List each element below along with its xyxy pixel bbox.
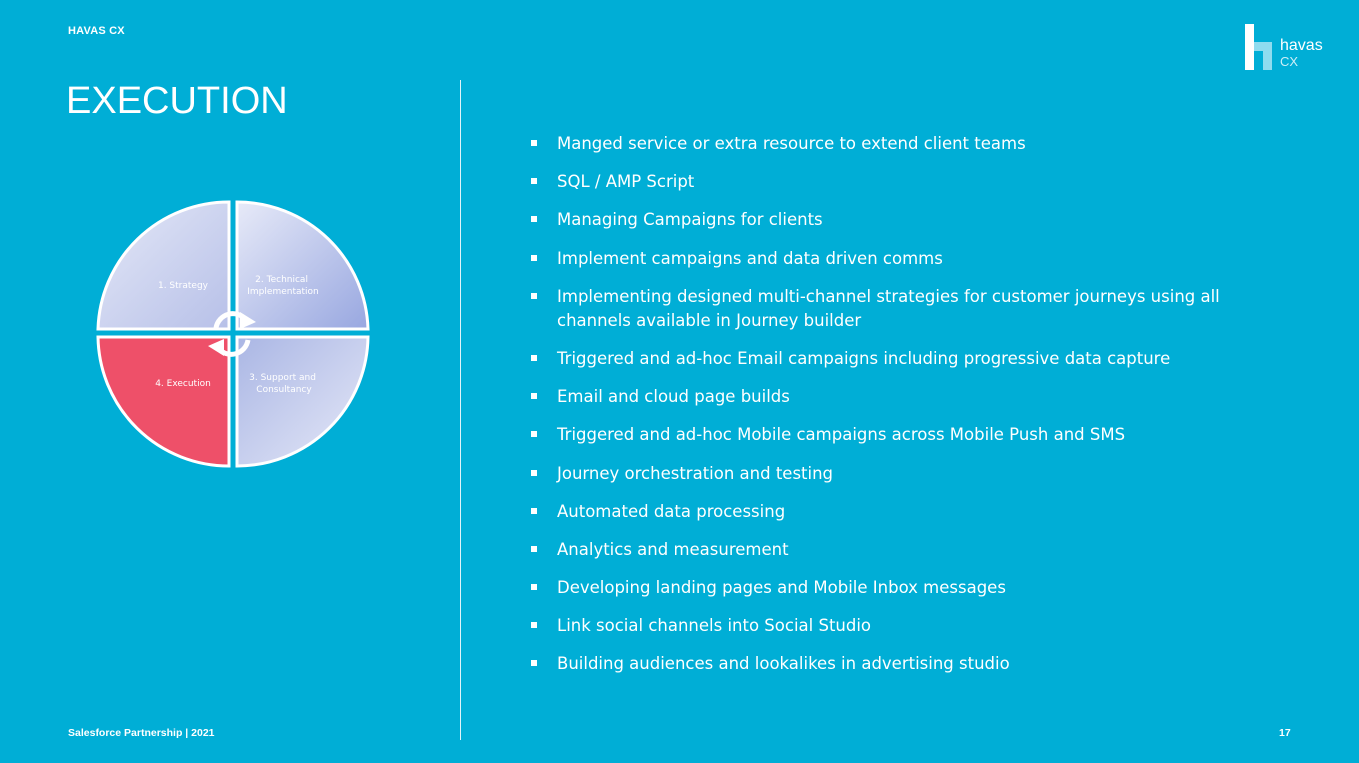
quadrant-technical xyxy=(235,200,370,331)
list-item-text: Triggered and ad-hoc Email campaigns inc… xyxy=(557,348,1171,368)
list-item-text: Implement campaigns and data driven comm… xyxy=(557,248,943,268)
label-technical-line1: 2. Technical xyxy=(255,275,308,285)
label-execution: 4. Execution xyxy=(155,379,211,389)
list-item-text: Implementing designed multi-channel stra… xyxy=(557,286,1220,330)
list-item: Triggered and ad-hoc Mobile campaigns ac… xyxy=(530,423,1260,447)
list-item: Analytics and measurement xyxy=(530,538,1260,562)
bullet-square-icon xyxy=(531,431,537,438)
havas-h-icon xyxy=(1245,24,1272,70)
list-item: Managing Campaigns for clients xyxy=(530,208,1260,232)
label-strategy-line1: 1. Strategy xyxy=(158,281,209,291)
footer-text: Salesforce Partnership | 2021 xyxy=(68,727,215,739)
list-item: Implement campaigns and data driven comm… xyxy=(530,247,1260,271)
havas-logo: havas CX xyxy=(1244,24,1334,72)
bullet-square-icon xyxy=(531,507,537,514)
quadrant-support xyxy=(235,335,370,468)
list-item-text: Manged service or extra resource to exte… xyxy=(557,134,1026,153)
bullet-square-icon xyxy=(531,660,537,667)
quadrant-execution xyxy=(96,335,231,468)
capability-list: Manged service or extra resource to exte… xyxy=(530,132,1260,691)
cycle-diagram: 1. Strategy 2. Technical Implementation … xyxy=(96,200,370,468)
bullet-square-icon xyxy=(531,622,537,629)
label-support-line1: 3. Support and xyxy=(249,373,316,383)
list-item-text: Analytics and measurement xyxy=(557,539,789,559)
label-strategy: 1. Strategy xyxy=(158,281,209,291)
list-item-text: Managing Campaigns for clients xyxy=(557,210,823,230)
list-item-text: Email and cloud page builds xyxy=(557,387,790,407)
label-support-line2: Consultancy xyxy=(256,385,312,395)
list-item: SQL / AMP Script xyxy=(530,170,1260,194)
bullet-square-icon xyxy=(531,292,537,299)
bullet-square-icon xyxy=(531,393,537,400)
label-technical-line2: Implementation xyxy=(247,287,318,297)
logo-wordmark: havas xyxy=(1280,37,1323,54)
brand-label: HAVAS CX xyxy=(68,25,125,37)
list-item-text: Automated data processing xyxy=(557,501,786,521)
list-item: Link social channels into Social Studio xyxy=(530,614,1260,638)
label-support: 3. Support and Consultancy xyxy=(249,373,319,395)
list-item: Journey orchestration and testing xyxy=(530,462,1260,486)
bullet-square-icon xyxy=(531,469,537,476)
list-item: Triggered and ad-hoc Email campaigns inc… xyxy=(530,347,1260,371)
list-item-text: SQL / AMP Script xyxy=(557,172,695,192)
cycle-arrowhead-top xyxy=(240,312,256,329)
bullet-square-icon xyxy=(531,545,537,552)
page-number: 17 xyxy=(1279,727,1291,739)
vertical-divider xyxy=(460,80,461,740)
list-item: Building audiences and lookalikes in adv… xyxy=(530,652,1260,676)
bullet-square-icon xyxy=(531,584,537,591)
list-item-text: Journey orchestration and testing xyxy=(557,463,834,483)
list-item: Manged service or extra resource to exte… xyxy=(530,132,1260,156)
list-item-text: Building audiences and lookalikes in adv… xyxy=(557,654,1010,674)
list-item-text: Developing landing pages and Mobile Inbo… xyxy=(557,578,1006,598)
logo-subtext: CX xyxy=(1280,54,1299,69)
list-item: Implementing designed multi-channel stra… xyxy=(530,285,1260,333)
label-execution-line1: 4. Execution xyxy=(155,379,211,389)
bullet-square-icon xyxy=(531,178,537,185)
bullet-square-icon xyxy=(531,216,537,223)
bullet-square-icon xyxy=(531,140,537,146)
list-item: Developing landing pages and Mobile Inbo… xyxy=(530,576,1260,600)
label-technical: 2. Technical Implementation xyxy=(247,275,318,297)
list-item-text: Triggered and ad-hoc Mobile campaigns ac… xyxy=(557,425,1126,445)
list-item-text: Link social channels into Social Studio xyxy=(557,616,872,636)
quadrant-strategy xyxy=(96,200,231,331)
bullet-square-icon xyxy=(531,254,537,261)
bullet-square-icon xyxy=(531,354,537,361)
list-item: Email and cloud page builds xyxy=(530,385,1260,409)
cycle-arrowhead-bottom xyxy=(208,339,224,356)
list-item: Automated data processing xyxy=(530,500,1260,524)
page-title: EXECUTION xyxy=(66,80,288,122)
